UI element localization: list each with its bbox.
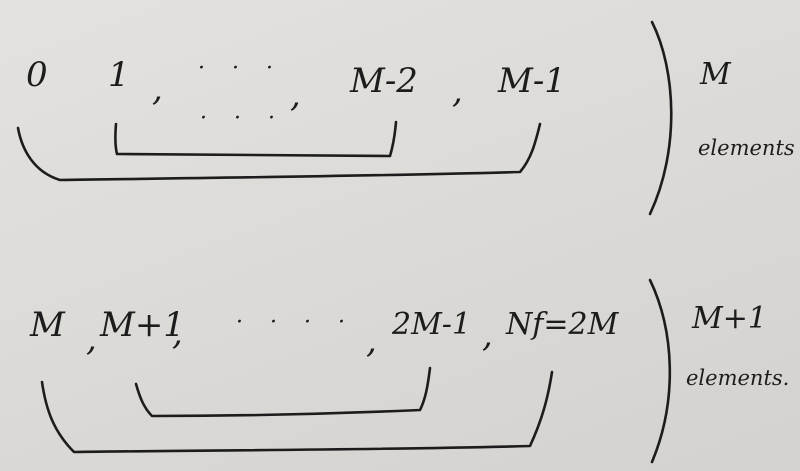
top-outer-bracket bbox=[16, 122, 542, 182]
top-ellipsis: · · · bbox=[198, 56, 283, 81]
top-inner-bracket bbox=[114, 120, 398, 158]
bottom-outer-bracket bbox=[40, 370, 554, 454]
bottom-comma-4: , bbox=[482, 315, 493, 355]
bottom-index-m: M bbox=[30, 305, 65, 345]
bottom-note-count: M+1 bbox=[692, 301, 767, 336]
bottom-note-label: elements. bbox=[686, 366, 790, 390]
top-comma-2: , bbox=[290, 75, 301, 115]
top-index-m-minus-2: M-2 bbox=[350, 61, 418, 101]
top-note-label: elements bbox=[698, 136, 795, 160]
bottom-index-2m-minus-1: 2M-1 bbox=[392, 307, 472, 342]
bottom-comma-3: , bbox=[366, 321, 377, 361]
top-index-m-minus-1: M-1 bbox=[498, 61, 566, 101]
top-index-1: 1 bbox=[108, 55, 130, 95]
bottom-ellipsis: · · · · bbox=[236, 310, 355, 335]
bottom-right-paren bbox=[648, 278, 672, 464]
bottom-index-m-plus-1: M+1 bbox=[100, 305, 185, 345]
top-note-count: M bbox=[700, 57, 731, 92]
top-comma-1: , bbox=[152, 69, 163, 109]
bottom-comma-2: , bbox=[172, 313, 183, 353]
bottom-comma-1: , bbox=[86, 319, 97, 359]
bottom-index-nf: Nf=2M bbox=[506, 307, 619, 342]
bottom-inner-bracket bbox=[134, 366, 432, 418]
top-inner-dots: · · · bbox=[200, 106, 285, 131]
top-index-0: 0 bbox=[26, 55, 48, 95]
top-comma-3: , bbox=[452, 71, 463, 111]
top-right-paren bbox=[648, 20, 673, 216]
